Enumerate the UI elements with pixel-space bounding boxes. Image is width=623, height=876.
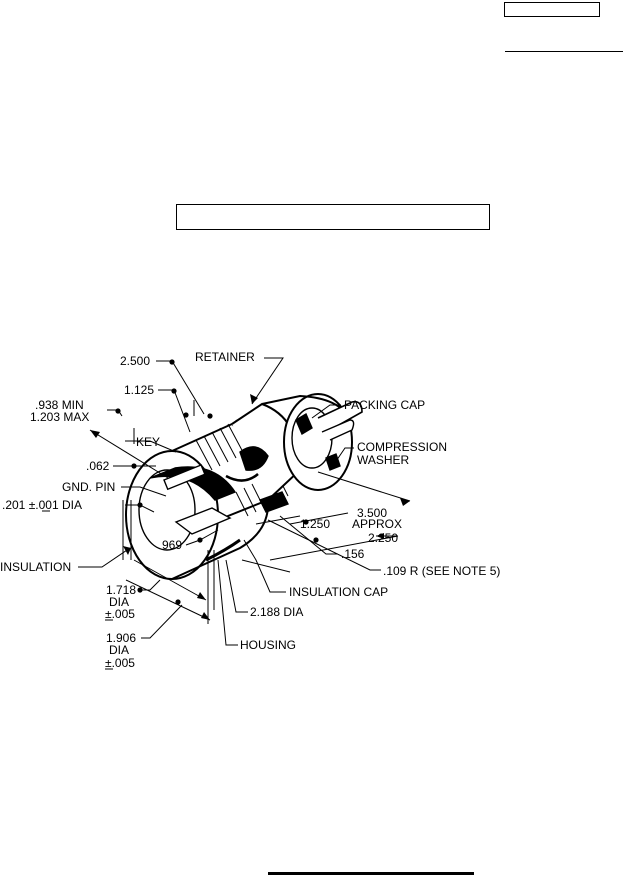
leader-lines — [78, 357, 411, 646]
header-rule — [505, 51, 623, 52]
label-156: .156 — [341, 547, 365, 561]
label-insulation-cap: INSULATION CAP — [289, 585, 388, 599]
label-1125: 1.125 — [124, 383, 154, 397]
label-1250: 1.250 — [300, 517, 330, 531]
label-1906: 1.906 — [106, 631, 136, 645]
label-938-min: .938 MIN — [35, 398, 84, 412]
connector-drawing: 2.500 RETAINER 1.125 .938 MIN 1.203 MAX … — [0, 350, 500, 670]
label-washer: WASHER — [357, 453, 410, 467]
label-2188-dia: 2.188 DIA — [250, 605, 303, 619]
dimension-dots — [115, 359, 319, 605]
label-2250: 2.250 — [368, 531, 398, 545]
tolerance-underlines — [42, 510, 113, 670]
label-retainer: RETAINER — [195, 350, 255, 364]
label-1203-max: 1.203 MAX — [30, 410, 89, 424]
label-approx: APPROX — [352, 517, 402, 531]
label-dia-2: DIA — [109, 643, 129, 657]
label-insulation: INSULATION — [0, 560, 71, 574]
label-packing-cap: PACKING CAP — [344, 398, 425, 412]
label-key: KEY — [136, 435, 160, 449]
callout-labels: 2.500 RETAINER 1.125 .938 MIN 1.203 MAX … — [0, 350, 500, 670]
connector-body — [125, 393, 363, 580]
title-block-box — [504, 2, 600, 17]
label-969: 969 — [162, 538, 182, 552]
label-gnd-pin: GND. PIN — [62, 480, 115, 494]
label-062: .062 — [86, 459, 110, 473]
label-pin-dia: .201 ±.001 DIA — [2, 498, 82, 512]
label-tol-1: ±.005 — [105, 607, 135, 621]
label-housing: HOUSING — [240, 638, 296, 652]
arrowheads — [90, 394, 410, 620]
footer-rule — [268, 872, 474, 875]
label-3500: 3.500 — [357, 506, 387, 520]
label-109r: .109 R (SEE NOTE 5) — [383, 564, 500, 578]
label-2500: 2.500 — [120, 354, 150, 368]
label-dia-1: DIA — [109, 595, 129, 609]
label-1718: 1.718 — [106, 583, 136, 597]
caption-box — [176, 204, 490, 230]
label-compression: COMPRESSION — [357, 440, 447, 454]
label-tol-2: ±.005 — [105, 656, 135, 670]
